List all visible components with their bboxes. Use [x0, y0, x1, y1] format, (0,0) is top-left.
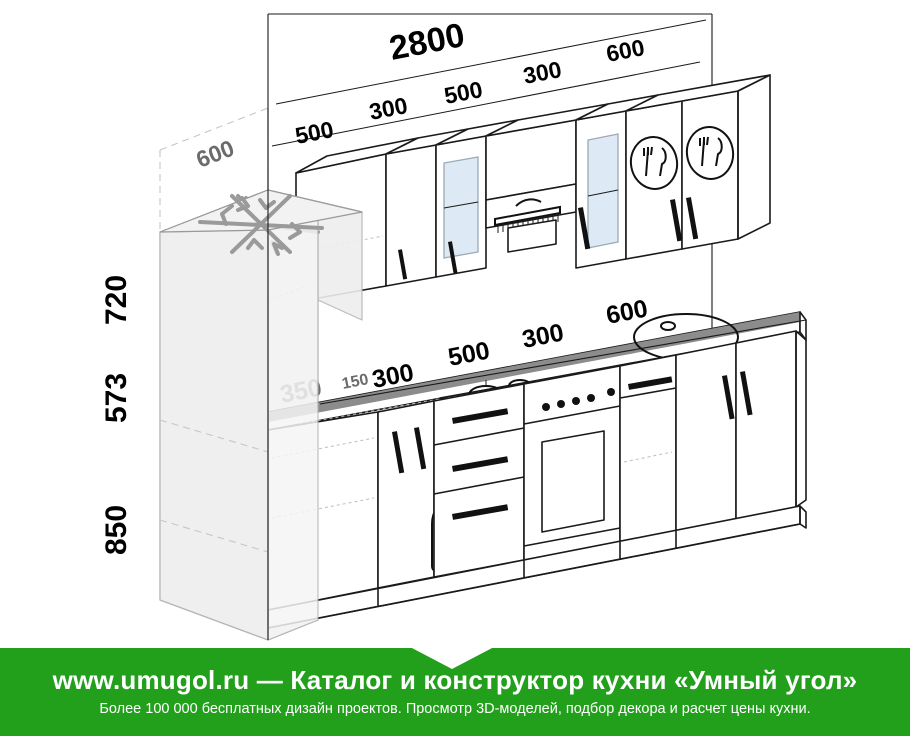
- dim-depth-600: 600: [192, 135, 237, 173]
- snowflake-icon: [198, 194, 324, 256]
- dim-2800: 2800: [386, 16, 468, 68]
- upper-cabinet-300-glass-door[interactable]: [435, 119, 519, 278]
- footer-notch: [410, 647, 494, 669]
- dim-lower-150: 150: [341, 371, 371, 393]
- dim-lower-500: 500: [446, 336, 492, 371]
- footer-subtitle: Более 100 000 бесплатных дизайн проектов…: [99, 700, 811, 717]
- dimension-upper-chain-line: [271, 61, 701, 147]
- dim-upper-300b: 300: [521, 56, 564, 89]
- upper-cabinet-300-glass-right[interactable]: [575, 94, 659, 269]
- dim-height-850: 850: [100, 505, 133, 555]
- dim-height-573: 573: [100, 373, 133, 423]
- upper-cabinet-600-dishrack[interactable]: [625, 74, 771, 260]
- refrigerator-front-overlay: [159, 108, 363, 641]
- dim-lower-300b: 300: [520, 318, 566, 353]
- dim-upper-500a: 500: [293, 116, 336, 149]
- base-cabinet-300-right[interactable]: [619, 354, 677, 543]
- footer-banner: www.umugol.ru — Каталог и конструктор ку…: [0, 647, 910, 736]
- kitchen-isometric-svg: .ln{fill:none;stroke:#1a1a1a;stroke-widt…: [100, 13, 807, 641]
- dim-upper-500b: 500: [442, 76, 485, 109]
- plate-fork-knife-icon: [629, 136, 679, 190]
- dim-height-720: 720: [100, 275, 133, 325]
- upper-hood-500[interactable]: [485, 103, 609, 253]
- range-hood-icon: [494, 198, 561, 233]
- base-sink-cabinet-600[interactable]: [675, 330, 807, 532]
- base-drawer-unit-300[interactable]: [433, 383, 525, 578]
- footer-title: www.umugol.ru — Каталог и конструктор ку…: [52, 665, 858, 696]
- plate-fork-knife-icon: [685, 126, 735, 180]
- base-oven-500[interactable]: [523, 365, 621, 561]
